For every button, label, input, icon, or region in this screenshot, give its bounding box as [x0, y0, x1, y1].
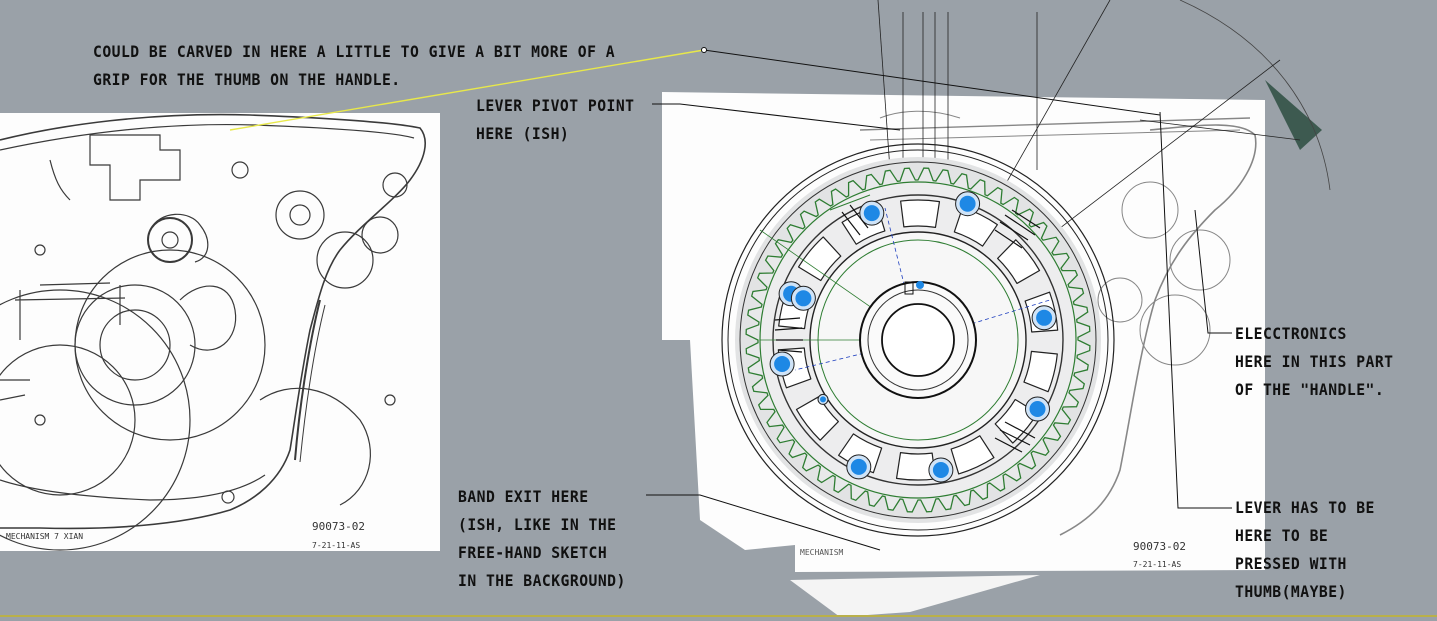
band-exit-note-line-4: IN THE BACKGROUND) [458, 571, 626, 590]
electronics-note-line-3: OF THE "HANDLE". [1235, 380, 1385, 399]
slot [1023, 350, 1058, 393]
right-sketch-torn-paper [790, 575, 1040, 617]
mounting-hole [1036, 309, 1053, 326]
left-sketch-caption: MECHANISM 7 XIAN [6, 532, 83, 541]
mounting-holes [769, 191, 1057, 483]
electronics-leader [1194, 209, 1232, 334]
lever-thumb-note: LEVER HAS TO BE HERE TO BE PRESSED WITH … [1235, 494, 1375, 606]
left-sketch-paper [0, 113, 440, 551]
thumb-grip-leader [703, 49, 1161, 116]
left-sketch: 90073-02 7-21-11-AS MECHANISM 7 XIAN [0, 113, 440, 551]
bottom-border [0, 615, 1437, 617]
lever-pivot-note-line-2: HERE (ISH) [476, 124, 570, 143]
mounting-hole [863, 205, 880, 222]
left-sketch-strokes [0, 113, 426, 551]
lever-pivot-leader [652, 103, 901, 131]
band-exit-leader [646, 494, 881, 551]
lever-pivot-note-line-1: LEVER PIVOT POINT [476, 96, 635, 115]
mounting-hole [1029, 401, 1046, 417]
electronics-note-line-1: ELECCTRONICS [1235, 324, 1347, 343]
mounting-hole [774, 356, 791, 372]
lever-thumb-leader [1159, 111, 1232, 509]
left-sketch-date: 7-21-11-AS [312, 541, 360, 550]
mounting-hole [820, 396, 826, 403]
right-sketch-date: 7-21-11-AS [1133, 560, 1181, 569]
slot [797, 236, 842, 282]
ratchet-pawls [774, 204, 1041, 453]
band-exit-note-line-2: (ISH, LIKE IN THE [458, 515, 617, 534]
slot [950, 435, 995, 475]
thumb-grip-note: COULD BE CARVED IN HERE A LITTLE TO GIVE… [93, 38, 615, 94]
lever-pivot-note: LEVER PIVOT POINT HERE (ISH) [476, 92, 634, 148]
gear-mechanism [721, 143, 1115, 537]
slot [795, 395, 839, 441]
slot [900, 199, 941, 228]
band-exit-note-line-1: BAND EXIT HERE [458, 487, 589, 506]
lever-thumb-note-line-3: PRESSED WITH [1235, 554, 1347, 573]
slot [895, 452, 936, 481]
thumb-grip-note-line-2: GRIP FOR THE THUMB ON THE HANDLE. [93, 70, 401, 89]
right-sketch-caption: MECHANISM [800, 548, 844, 557]
electronics-note-line-2: HERE IN THIS PART [1235, 352, 1394, 371]
mounting-hole [932, 462, 949, 478]
slot [997, 239, 1041, 285]
lever-thumb-note-line-2: HERE TO BE [1235, 526, 1329, 545]
lever-thumb-note-line-4: THUMB(MAYBE) [1235, 582, 1347, 601]
electronics-note: ELECCTRONICS HERE IN THIS PART OF THE "H… [1235, 320, 1393, 404]
thumb-grip-note-line-1: COULD BE CARVED IN HERE A LITTLE TO GIVE… [93, 42, 616, 61]
thumb-grip-leader-highlight [229, 49, 705, 131]
mounting-hole [959, 195, 976, 212]
band-exit-note: BAND EXIT HERE (ISH, LIKE IN THE FREE-HA… [458, 483, 626, 595]
arc-guide [1179, 0, 1331, 191]
left-sketch-code: 90073-02 [312, 520, 365, 533]
mounting-hole [795, 290, 812, 307]
band-exit-note-line-3: FREE-HAND SKETCH [458, 543, 608, 562]
mounting-hole [850, 458, 867, 475]
lever-thumb-note-line-1: LEVER HAS TO BE [1235, 498, 1375, 517]
direction-triangle [1265, 80, 1322, 150]
leader-lines [229, 47, 1232, 551]
right-sketch-code: 90073-02 [1133, 540, 1186, 553]
